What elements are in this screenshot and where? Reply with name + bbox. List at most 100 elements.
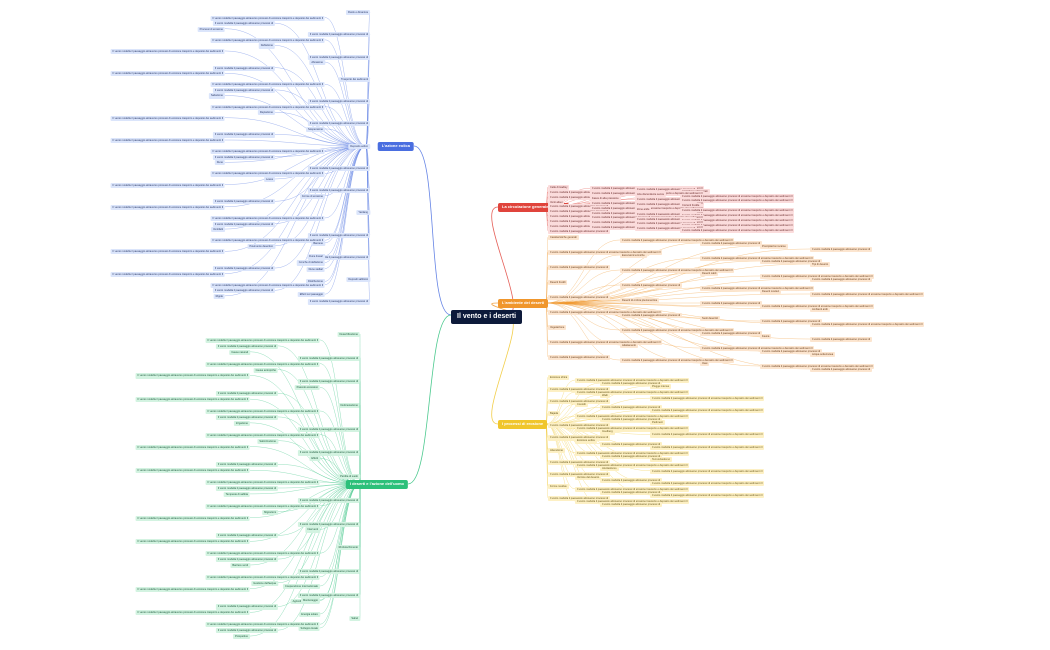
leaf-note: Il vento modella il paesaggio attraverso… <box>700 286 815 292</box>
leaf-note: Il vento modella il paesaggio attraverso… <box>548 459 611 465</box>
leaf-note: Il vento modella il paesaggio attraverso… <box>205 551 320 557</box>
leaf-note: Il vento modella il paesaggio attraverso… <box>215 462 278 468</box>
leaf-note: Il vento modella il paesaggio attraverso… <box>548 387 611 393</box>
root-node[interactable]: Il vento e i deserti <box>451 310 523 325</box>
connector-line <box>545 302 701 349</box>
leaf-note: Il vento modella il paesaggio attraverso… <box>205 503 320 509</box>
leaf-heading: Zone aride <box>635 206 652 212</box>
leaf-note: Il vento modella il paesaggio attraverso… <box>810 292 925 298</box>
connector-line <box>545 293 811 304</box>
leaf-note: Il vento modella il paesaggio attraverso… <box>215 557 278 563</box>
leaf-heading: Trasporto dei sedimenti <box>338 76 370 82</box>
leaf-heading: Caratteristiche generali <box>548 235 579 241</box>
leaf-note: Il vento modella il paesaggio attraverso… <box>297 379 360 385</box>
leaf-note: Il vento modella il paesaggio attraverso… <box>548 423 611 429</box>
connector-line <box>545 385 651 425</box>
leaf-note: Il vento modella il paesaggio attraverso… <box>110 182 225 188</box>
leaf-note: Il vento modella il paesaggio attraverso… <box>548 209 611 215</box>
leaf-note: Il vento modella il paesaggio attraverso… <box>760 319 823 325</box>
leaf-heading: Deforestazione <box>338 403 360 409</box>
leaf-note: Il vento modella il paesaggio attraverso… <box>205 480 320 486</box>
leaf-heading: Inselberg <box>600 429 615 435</box>
leaf-note: Il vento modella il paesaggio attraverso… <box>760 349 823 355</box>
branch-blue[interactable]: L'azione eolica <box>377 142 414 151</box>
connector-line <box>249 483 361 495</box>
leaf-note: Il vento modella il paesaggio attraverso… <box>210 171 325 177</box>
leaf-heading: Energia solare <box>299 612 320 618</box>
leaf-note: Il vento modella il paesaggio attraverso… <box>680 217 795 223</box>
leaf-note: Il vento modella il paesaggio attraverso… <box>307 54 370 60</box>
connector-line <box>319 339 361 485</box>
leaf-note: Il vento modella il paesaggio attraverso… <box>110 204 225 210</box>
leaf-note: Il vento modella il paesaggio attraverso… <box>210 282 325 288</box>
leaf-heading: Fasce di alta pressione <box>590 195 621 202</box>
leaf-heading: Conche di deflazione <box>296 260 325 266</box>
leaf-heading: Piogge intense <box>650 384 672 390</box>
leaf-heading: Tipi di deserto <box>810 262 831 268</box>
leaf-note: Il vento modella il paesaggio attraverso… <box>205 622 320 628</box>
leaf-note: Il vento modella il paesaggio attraverso… <box>135 468 250 474</box>
leaf-heading: Deposito eolico <box>348 143 370 149</box>
connector-line <box>545 302 761 367</box>
leaf-note: Il vento modella il paesaggio attraverso… <box>548 310 663 316</box>
leaf-heading: Desertificazione <box>337 332 360 338</box>
connector-line <box>319 483 361 629</box>
leaf-heading: Ruolo e dinamica <box>345 10 370 16</box>
leaf-heading: Deserti di ombra pluviometrica <box>620 298 660 304</box>
leaf-heading: Deserti caldi <box>700 271 719 277</box>
connector-line <box>413 145 452 316</box>
leaf-note: Il vento modella il paesaggio attraverso… <box>680 198 795 204</box>
leaf-note: Il vento modella il paesaggio attraverso… <box>575 462 690 468</box>
leaf-note: Il vento modella il paesaggio attraverso… <box>548 399 611 405</box>
leaf-note: Il vento modella il paesaggio attraverso… <box>215 604 278 610</box>
leaf-note: Il vento modella il paesaggio attraverso… <box>600 405 663 411</box>
connector-line <box>545 302 621 331</box>
branch-yellow[interactable]: I processi di erosione <box>498 420 548 429</box>
connector-line <box>545 260 761 304</box>
leaf-heading: Aria discendente secca <box>635 192 666 198</box>
branch-green[interactable]: I deserti e l'azione dell'uomo <box>345 480 408 489</box>
leaf-note: Il vento modella il paesaggio attraverso… <box>700 256 815 262</box>
leaf-note: Il vento modella il paesaggio attraverso… <box>548 340 663 346</box>
leaf-note: Il vento modella il paesaggio attraverso… <box>575 414 690 420</box>
leaf-note: Il vento modella il paesaggio attraverso… <box>307 254 370 260</box>
leaf-note: Il vento modella il paesaggio attraverso… <box>205 574 320 580</box>
branch-red[interactable]: La circolazione generale dell'aria <box>498 203 569 212</box>
leaf-note: Il vento modella il paesaggio attraverso… <box>600 501 663 508</box>
leaf-heading: Aloclastismo <box>600 465 619 471</box>
leaf-note: Il vento modella il paesaggio attraverso… <box>548 194 611 200</box>
connector-line <box>224 139 367 147</box>
leaf-heading: Deflazione <box>258 43 275 49</box>
leaf-note: Il vento modella il paesaggio attraverso… <box>548 435 611 441</box>
leaf-note: Il vento modella il paesaggio attraverso… <box>635 226 698 232</box>
connector-line <box>319 410 361 485</box>
leaf-heading: Venti alisei <box>548 199 565 205</box>
leaf-heading: Vegetazione <box>548 325 567 331</box>
leaf-note: Il vento modella il paesaggio attraverso… <box>635 187 698 193</box>
connector-line <box>274 145 367 269</box>
connector-line <box>324 145 367 244</box>
leaf-note: Il vento modella il paesaggio attraverso… <box>212 266 275 272</box>
leaf-note: Il vento modella il paesaggio attraverso… <box>680 227 795 233</box>
leaf-note: Il vento modella il paesaggio attraverso… <box>575 390 690 396</box>
connector-line <box>491 314 514 425</box>
leaf-note: Il vento modella il paesaggio attraverso… <box>297 450 360 456</box>
leaf-note: Il vento modella il paesaggio attraverso… <box>600 417 663 423</box>
leaf-note: Il vento modella il paesaggio attraverso… <box>680 208 795 214</box>
leaf-heading: Conoidi <box>575 402 588 408</box>
leaf-note: Il vento modella il paesaggio attraverso… <box>600 489 663 495</box>
leaf-note: Il vento modella il paesaggio attraverso… <box>548 265 611 271</box>
leaf-heading: Sviluppo locale <box>298 626 320 632</box>
branch-orange[interactable]: L'ambiente dei deserti <box>498 299 549 308</box>
leaf-note: Il vento modella il paesaggio attraverso… <box>575 486 690 492</box>
leaf-heading: Pascolo eccessivo <box>294 385 320 391</box>
leaf-note: Il vento modella il paesaggio attraverso… <box>212 65 275 71</box>
leaf-note: Il vento modella il paesaggio attraverso… <box>212 221 275 227</box>
leaf-note: Il vento modella il paesaggio attraverso… <box>110 115 225 121</box>
leaf-heading: Saltazione <box>208 93 225 99</box>
leaf-note: Il vento modella il paesaggio attraverso… <box>620 283 683 289</box>
leaf-note: Il vento modella il paesaggio attraverso… <box>110 71 225 77</box>
leaf-note: Il vento modella il paesaggio attraverso… <box>135 397 250 403</box>
leaf-heading: Dune <box>214 160 225 166</box>
connector-line <box>224 95 367 147</box>
